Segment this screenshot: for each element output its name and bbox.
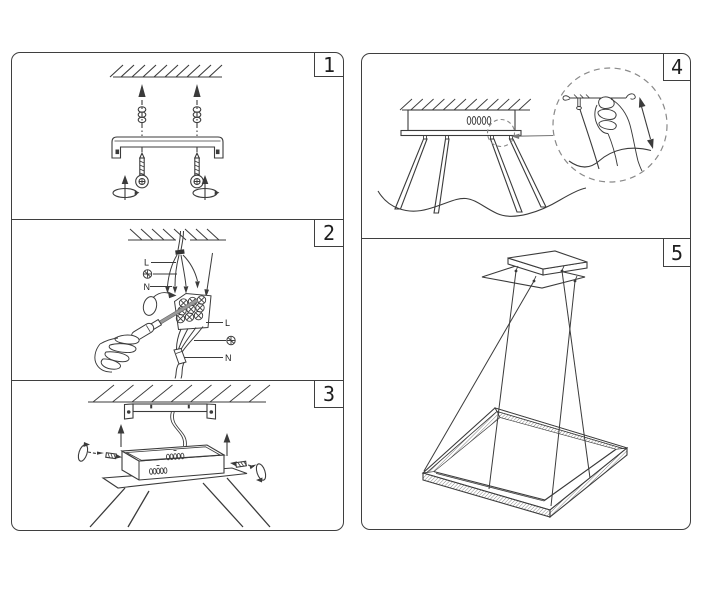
- step-number-1: 1: [314, 53, 343, 77]
- ceiling-hatch: [88, 384, 271, 403]
- mounting-bracket: [123, 403, 217, 420]
- mounting-bracket: [111, 136, 224, 159]
- step-1-illustration: [109, 64, 224, 200]
- step-number-4: 4: [663, 54, 690, 81]
- canopy-box: [400, 109, 522, 140]
- vent-slots: [149, 450, 185, 475]
- step-3-illustration: [77, 384, 271, 528]
- step-number-2: 2: [314, 220, 343, 247]
- wall-anchor: [137, 106, 147, 124]
- ceiling-hatch: [399, 98, 532, 111]
- step-number-3: 3: [314, 381, 343, 408]
- label-live: L: [225, 318, 230, 328]
- step-number-label: 5: [670, 240, 684, 265]
- hand: [94, 334, 140, 373]
- detail-callout-circle: [486, 118, 516, 148]
- earth-ground-icon: [142, 269, 153, 279]
- label-neutral: N: [144, 282, 151, 292]
- up-down-arrow: [638, 97, 654, 149]
- screw-icon: [190, 151, 204, 189]
- hand: [594, 96, 643, 172]
- pendant-frame: [421, 407, 629, 519]
- right-panel-group: 4 5: [361, 53, 691, 530]
- step-2-illustration: L N: [94, 228, 236, 379]
- label-live: L: [144, 258, 149, 268]
- rotate-arrow-icon: [192, 175, 220, 200]
- canopy-box: [120, 444, 226, 481]
- rotate-arrow-icon: [142, 291, 177, 316]
- left-panel-group: 1 2 3: [11, 52, 344, 531]
- lamp-fabric-wave: [377, 187, 587, 217]
- step-number-label: 1: [322, 52, 336, 77]
- wire-labels-bottom: L N: [184, 318, 236, 363]
- step-5-illustration: [421, 250, 629, 519]
- step-number-5: 5: [663, 239, 690, 267]
- anchor-guide-right: [192, 84, 202, 155]
- wire-labels-top: L N: [142, 258, 177, 292]
- lamp-cable: [173, 326, 204, 379]
- callout-arrow: [511, 133, 554, 139]
- earth-ground-icon: [226, 335, 236, 346]
- cable-lock-detail: [562, 93, 654, 172]
- up-arrow: [117, 424, 125, 447]
- label-neutral: N: [225, 353, 232, 363]
- step-4-illustration: [377, 67, 668, 217]
- panel-divider: [12, 379, 343, 381]
- hanging-cables: [89, 477, 271, 528]
- ceiling-hatch: [128, 228, 226, 241]
- rotate-arrow-icon: [112, 175, 140, 200]
- screw-icon: [135, 151, 149, 189]
- anchor-guide-left: [137, 84, 147, 155]
- panel-divider: [12, 218, 343, 220]
- step-number-label: 3: [322, 382, 336, 406]
- ceiling-hatch: [109, 64, 223, 78]
- cable: [170, 411, 187, 447]
- suspension-cables: [423, 270, 591, 507]
- magnifier-circle: [552, 67, 668, 183]
- ceiling-canopy: [481, 250, 588, 289]
- step-number-label: 2: [322, 221, 336, 245]
- panel-divider: [362, 237, 690, 239]
- suspension-cables: [394, 138, 547, 214]
- mains-cable: [165, 230, 213, 298]
- up-arrow: [223, 433, 231, 456]
- side-screw-left: [77, 442, 122, 462]
- side-screw-right: [230, 460, 267, 483]
- vent-slots: [466, 116, 492, 125]
- wall-anchor: [192, 106, 202, 124]
- step-number-label: 4: [670, 55, 684, 79]
